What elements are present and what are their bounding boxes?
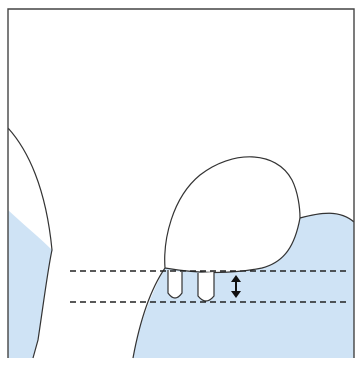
teat-left (168, 270, 182, 298)
left-region-fill (8, 210, 52, 358)
udder-region-fill (133, 213, 354, 358)
teat-right (198, 272, 214, 301)
